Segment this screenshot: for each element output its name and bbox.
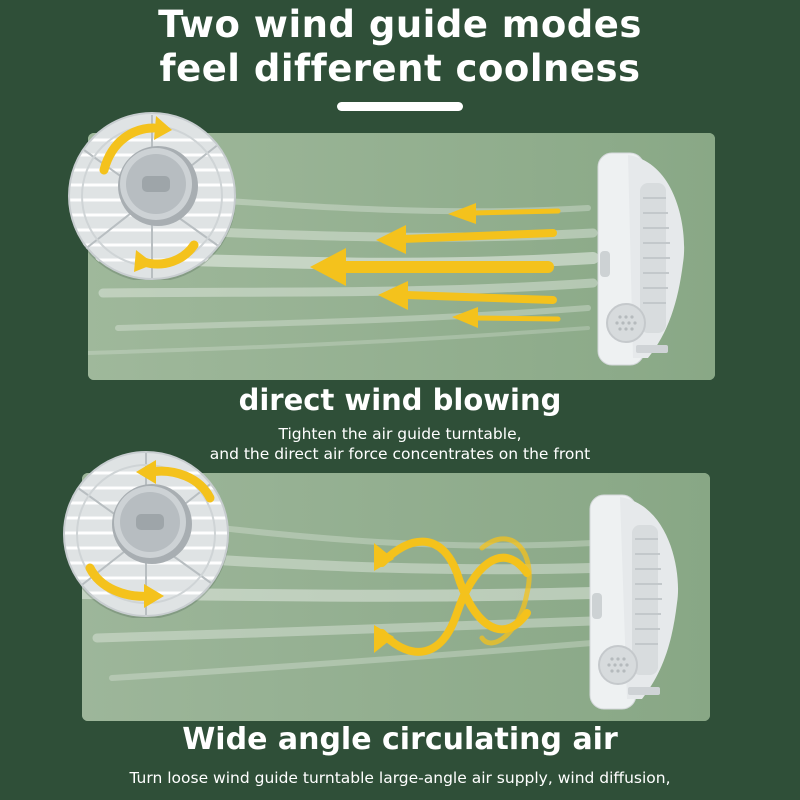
turntable-loose-badge [63, 451, 229, 618]
rotation-arrows [85, 466, 215, 601]
page-title-line1: Two wind guide modes [158, 3, 642, 46]
wind-arrows [310, 203, 561, 328]
mode-description-direct-line1: Tighten the air guide turntable, [278, 425, 522, 443]
fan-side-view [589, 494, 679, 710]
mode-description-wide-line1: Turn loose wind guide turntable large-an… [129, 769, 671, 787]
page-title-line2: feel different coolness [159, 47, 641, 90]
fan-side-view [597, 152, 685, 366]
mode-heading-wide: Wide angle circulating air [182, 722, 618, 757]
wide-angle-illustration [82, 473, 710, 721]
mode-heading-direct: direct wind blowing [238, 383, 562, 417]
swirl-arrows [378, 536, 532, 656]
title-underline [337, 102, 463, 111]
mode-description-direct-line2: and the direct air force concentrates on… [209, 445, 591, 463]
turntable-tight-badge [68, 112, 236, 280]
